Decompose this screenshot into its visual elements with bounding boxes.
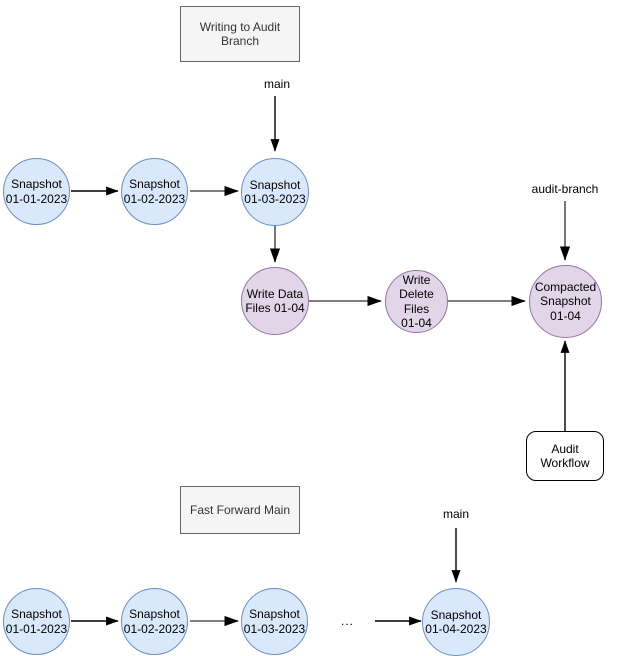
node-snapshot-01-02-2023-bottom-line1: Snapshot: [129, 607, 180, 622]
panel-label-text: Writing to Audit Branch: [199, 19, 281, 48]
node-snapshot-01-04-2023-bottom-line1: Snapshot: [430, 607, 482, 622]
branch-label-main-bottom-text: main: [442, 507, 469, 521]
branch-label-audit-branch: audit-branch: [520, 182, 610, 196]
node-snapshot-01-01-2023-bottom-line1: Snapshot: [11, 607, 62, 622]
node-compacted-snapshot-line1: Compacted: [534, 280, 597, 295]
ellipsis-text: ...: [341, 614, 355, 628]
node-snapshot-01-02-2023-top-line2: 01-02-2023: [123, 191, 186, 206]
node-snapshot-01-02-2023-bottom-line2: 01-02-2023: [123, 621, 186, 636]
node-compacted-snapshot-line2: Snapshot: [540, 294, 591, 309]
node-audit-workflow[interactable]: Audit Workflow: [526, 431, 604, 481]
panel-label-writing-to-audit-branch: Writing to Audit Branch: [180, 6, 300, 62]
node-snapshot-01-04-2023-bottom-line2: 01-04-2023: [425, 622, 487, 636]
node-snapshot-01-01-2023-bottom-line2: 01-01-2023: [5, 621, 68, 636]
node-snapshot-01-01-2023-top[interactable]: Snapshot 01-01-2023: [3, 158, 70, 225]
node-snapshot-01-03-2023-top[interactable]: Snapshot 01-03-2023: [241, 158, 309, 226]
branch-label-main-bottom: main: [434, 507, 478, 521]
node-write-data-files-line1: Write Data: [246, 286, 304, 301]
branch-label-main-top-text: main: [263, 77, 290, 91]
node-audit-workflow-line2: Workflow: [540, 456, 590, 470]
node-snapshot-01-01-2023-top-line2: 01-01-2023: [5, 191, 68, 206]
node-snapshot-01-03-2023-top-line2: 01-03-2023: [244, 192, 306, 206]
node-snapshot-01-01-2023-bottom[interactable]: Snapshot 01-01-2023: [3, 588, 70, 655]
node-snapshot-01-01-2023-top-line1: Snapshot: [11, 177, 62, 192]
node-snapshot-01-02-2023-top[interactable]: Snapshot 01-02-2023: [121, 158, 188, 225]
node-snapshot-01-04-2023-bottom[interactable]: Snapshot 01-04-2023: [422, 588, 490, 656]
node-write-delete-files-line2: Delete Files: [399, 287, 434, 316]
branch-label-main-top: main: [255, 77, 299, 91]
node-snapshot-01-03-2023-bottom-line1: Snapshot: [249, 607, 300, 622]
node-snapshot-01-03-2023-bottom-line2: 01-03-2023: [243, 621, 306, 636]
node-snapshot-01-02-2023-bottom[interactable]: Snapshot 01-02-2023: [121, 588, 188, 655]
node-write-data-files-line2: Files 01-04: [245, 301, 305, 315]
node-write-delete-files-01-04[interactable]: Write Delete Files 01-04: [385, 270, 448, 333]
panel-label-fast-forward-text: Fast Forward Main: [189, 502, 291, 517]
node-audit-workflow-line1: Audit: [551, 441, 579, 456]
ellipsis-omitted-snapshots: ...: [341, 614, 354, 628]
node-write-data-files-01-04[interactable]: Write Data Files 01-04: [241, 267, 309, 335]
node-snapshot-01-03-2023-top-line1: Snapshot: [249, 177, 301, 192]
node-snapshot-01-02-2023-top-line1: Snapshot: [129, 177, 180, 192]
panel-label-fast-forward-main: Fast Forward Main: [180, 486, 300, 534]
branch-label-audit-branch-text: audit-branch: [531, 182, 599, 196]
node-write-delete-files-line3: 01-04: [401, 315, 432, 330]
node-write-delete-files-line1: Write: [402, 273, 431, 288]
node-compacted-snapshot-01-04[interactable]: Compacted Snapshot 01-04: [529, 265, 602, 338]
node-compacted-snapshot-line3: 01-04: [550, 308, 581, 323]
node-snapshot-01-03-2023-bottom[interactable]: Snapshot 01-03-2023: [241, 588, 308, 655]
